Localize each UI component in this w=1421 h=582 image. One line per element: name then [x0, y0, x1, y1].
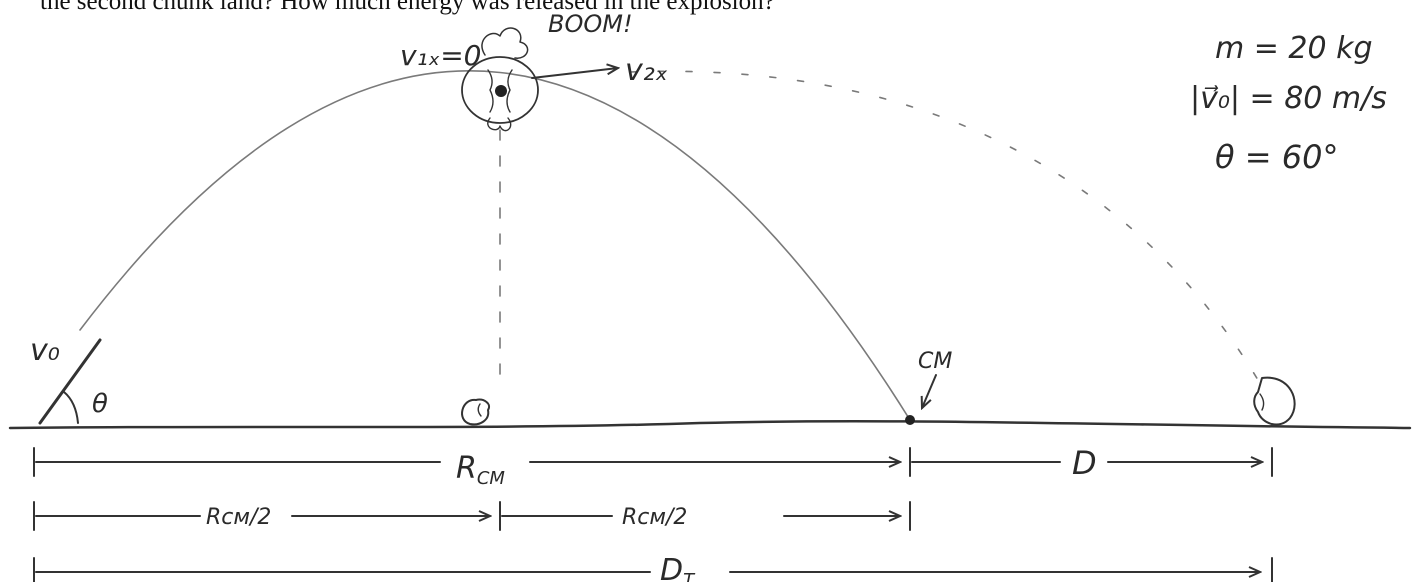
givens: m = 20 kg |v⃗₀| = 80 m/s θ = 60°: [1190, 31, 1387, 176]
dimension-half-right: [501, 501, 911, 531]
v0-label: v₀: [30, 333, 60, 368]
explosion-point: [495, 85, 507, 97]
dimension-d: [911, 447, 1273, 477]
dimension-dt: [33, 557, 1273, 582]
given-mass: m = 20 kg: [1215, 31, 1373, 66]
second-chunk-path: [629, 70, 1259, 381]
dt-subscript: T: [683, 570, 696, 582]
rcm-label: RCM: [456, 451, 505, 489]
cm-point: [905, 415, 915, 425]
cm-label: CM: [918, 349, 952, 374]
launch-velocity-line: [38, 338, 102, 425]
dimension-half-left: [33, 501, 501, 531]
half-left-label: Rᴄᴍ/2: [206, 505, 271, 530]
trajectory-curve: [79, 70, 911, 421]
dt-main: D: [660, 553, 683, 582]
d-label: D: [1072, 444, 1097, 482]
given-angle: θ = 60°: [1215, 138, 1338, 176]
dimension-rcm: [33, 447, 911, 477]
rcm-main: R: [456, 451, 477, 486]
explosion-burst: [461, 27, 539, 132]
cm-arrow: [922, 374, 937, 408]
second-chunk: [1253, 376, 1296, 426]
v2x-label: v₂ₓ: [625, 53, 668, 88]
half-right-label: Rᴄᴍ/2: [622, 505, 687, 530]
given-velocity: |v⃗₀| = 80 m/s: [1190, 81, 1387, 116]
first-chunk: [461, 398, 490, 426]
ground-line: [8, 420, 1412, 430]
boom-label: BOOM!: [548, 10, 633, 38]
rcm-subscript: CM: [477, 468, 506, 489]
v2x-arrow: [531, 68, 618, 79]
dt-label: DT: [660, 553, 696, 582]
problem-text: the second chunk land? How much energy w…: [40, 0, 775, 15]
v1x-label: v₁ₓ=0: [400, 39, 482, 72]
launch-angle-arc: [63, 391, 79, 424]
theta-label: θ: [92, 389, 108, 419]
